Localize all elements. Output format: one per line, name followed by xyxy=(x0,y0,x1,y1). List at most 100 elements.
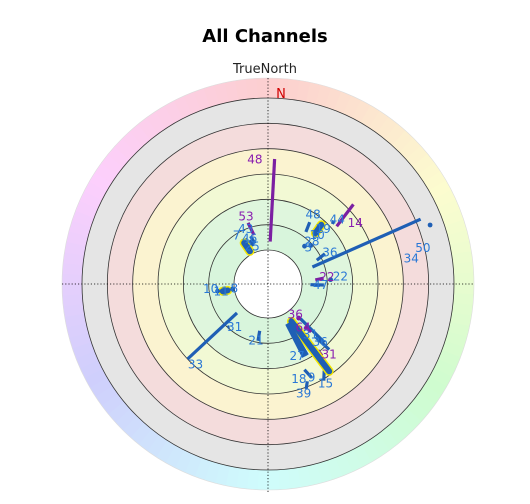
rainbow-segment xyxy=(245,78,259,100)
rainbow-segment xyxy=(384,421,407,445)
rainbow-segment xyxy=(433,359,457,379)
satellite-label-50: 50 xyxy=(415,241,430,255)
satellite-track-64 xyxy=(303,325,313,334)
rainbow-segment xyxy=(418,384,442,406)
satellite-label-7: 7 xyxy=(233,229,241,243)
rainbow-segment xyxy=(64,312,87,328)
rainbow-segment xyxy=(84,367,108,388)
rainbow-segment xyxy=(114,137,137,161)
rainbow-segment xyxy=(61,272,83,285)
rainbow-segment xyxy=(121,130,145,153)
rainbow-segment xyxy=(315,84,333,108)
rainbow-segment xyxy=(146,434,168,458)
satellite-track-33 xyxy=(186,311,239,361)
satellite-point-10 xyxy=(215,288,221,294)
rainbow-segment xyxy=(164,444,185,468)
satellite-track-22 xyxy=(314,276,324,282)
rainbow-segment xyxy=(114,407,137,431)
rainbow-segment xyxy=(146,110,168,134)
satellite-label-27: 27 xyxy=(290,349,305,363)
rainbow-segment xyxy=(343,449,363,473)
rainbow-segment xyxy=(391,415,415,438)
rainbow-segment xyxy=(334,91,353,115)
rainbow-segment xyxy=(107,145,131,168)
satellite-track-44 xyxy=(330,219,336,225)
rainbow-segment xyxy=(100,392,124,415)
rainbow-segment xyxy=(433,189,457,209)
rainbow-segment xyxy=(224,80,240,103)
satellite-track-11 xyxy=(219,287,231,295)
rainbow-segment xyxy=(452,293,474,307)
rainbow-segment xyxy=(129,421,152,445)
rainbow-segment xyxy=(351,100,372,124)
rainbow-segment xyxy=(376,428,399,452)
satellite-label-33: 33 xyxy=(188,358,203,372)
elevation-ring xyxy=(208,224,328,344)
satellite-label-3: 3 xyxy=(304,241,312,255)
satellite-track-31 xyxy=(299,317,326,344)
rainbow-segment xyxy=(286,467,301,489)
satellite-track-27 xyxy=(286,322,308,357)
rainbow-segment xyxy=(412,392,436,415)
satellite-point-8 xyxy=(230,286,236,292)
satellite-label-19: 19 xyxy=(315,222,330,236)
satellite-label-46: 46 xyxy=(242,231,257,245)
rainbow-segment xyxy=(173,449,193,473)
satellite-label-22: 22 xyxy=(333,269,348,283)
satellite-label-36: 36 xyxy=(312,335,327,349)
satellite-label-18: 18 xyxy=(291,372,306,386)
outer-rainbow-ring xyxy=(61,77,474,491)
rainbow-segment xyxy=(84,180,108,201)
satellite-label-15: 15 xyxy=(318,377,333,391)
satellite-label-36: 36 xyxy=(288,307,303,321)
rainbow-segment xyxy=(68,219,92,237)
satellite-track-34 xyxy=(311,217,422,269)
rainbow-segment xyxy=(412,153,436,176)
rainbow-segment xyxy=(203,460,221,484)
satellite-track-19 xyxy=(312,221,325,237)
rainbow-segment xyxy=(89,376,113,397)
rainbow-segment xyxy=(296,465,312,488)
rainbow-segment xyxy=(267,77,280,99)
rainbow-segment xyxy=(193,457,212,481)
satellite-label-47: 47 xyxy=(313,278,328,292)
rainbow-segment xyxy=(75,350,99,369)
rainbow-segment xyxy=(428,180,452,201)
rainbow-segment xyxy=(62,261,84,275)
rainbow-segment xyxy=(173,95,193,119)
rainbow-segment xyxy=(405,145,429,168)
satellite-label-43: 43 xyxy=(238,222,253,236)
satellite-label-28: 28 xyxy=(304,235,319,249)
satellite-track-48 xyxy=(304,221,312,233)
rainbow-segment xyxy=(437,199,461,218)
satellite-track-9 xyxy=(288,318,333,375)
rainbow-segment xyxy=(423,171,447,192)
satellite-track-14 xyxy=(335,203,355,228)
north-label: N xyxy=(276,87,286,102)
satellite-label-31: 31 xyxy=(321,347,336,361)
rainbow-segment xyxy=(155,439,176,463)
rainbow-segment xyxy=(437,350,461,369)
rainbow-segment xyxy=(79,189,103,209)
satellite-label-44: 44 xyxy=(330,212,345,226)
rainbow-segment xyxy=(449,240,472,256)
rainbow-segment xyxy=(441,340,465,359)
satellite-label-11: 11 xyxy=(213,284,228,298)
rainbow-segment xyxy=(164,100,185,124)
rainbow-segment xyxy=(391,130,415,153)
satellite-track-46 xyxy=(248,239,255,247)
satellite-track-48 xyxy=(268,158,277,242)
rainbow-segment xyxy=(351,444,372,468)
satellite-track-53 xyxy=(246,222,256,236)
rainbow-segment xyxy=(183,453,202,477)
rainbow-segment xyxy=(89,171,113,192)
satellite-label-10: 10 xyxy=(203,282,218,296)
rainbow-segment xyxy=(368,110,390,134)
satellite-track-36 xyxy=(314,335,331,351)
rainbow-segment xyxy=(75,199,99,218)
satellite-label-9: 9 xyxy=(308,371,316,385)
satellite-point-22 xyxy=(328,277,333,283)
rainbow-segment xyxy=(376,116,399,140)
satellite-point-36 xyxy=(296,315,302,321)
satellite-label-31: 31 xyxy=(303,328,318,342)
